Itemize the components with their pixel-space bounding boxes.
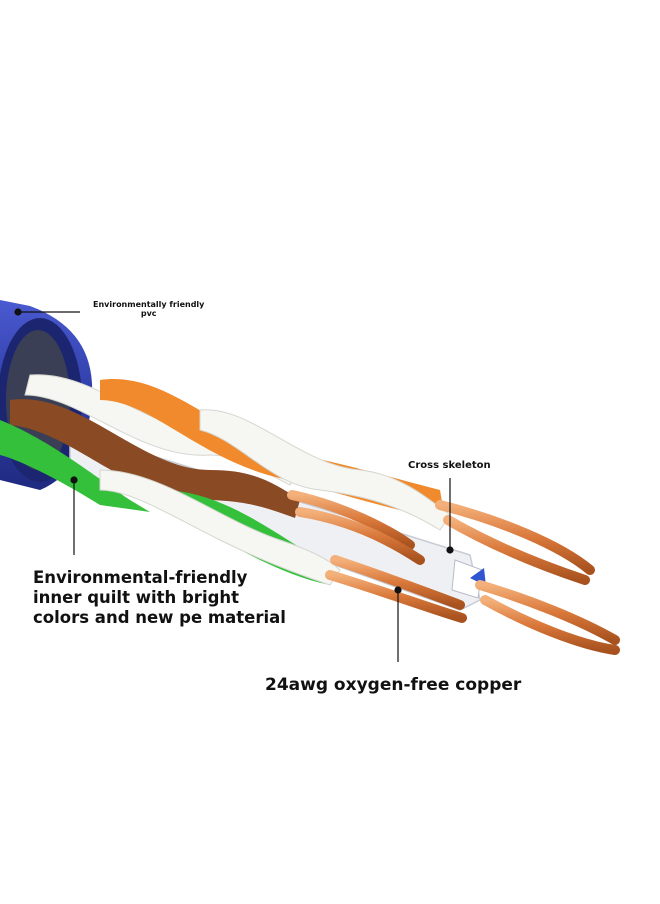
inner-quilt-label: Environmental-friendly inner quilt with … bbox=[33, 568, 286, 628]
copper-label: 24awg oxygen-free copper bbox=[265, 675, 522, 695]
callout-lines bbox=[14, 308, 454, 662]
pvc-label: Environmentally friendly pvc bbox=[93, 300, 204, 318]
pvc-label-line2: pvc bbox=[140, 309, 157, 318]
cross-skeleton-label: Cross skeleton bbox=[408, 460, 491, 471]
copper-conductors bbox=[287, 490, 620, 655]
pvc-label-line1: Environmentally friendly bbox=[93, 300, 205, 309]
inner-quilt-line3: colors and new pe material bbox=[33, 608, 286, 627]
green-pair bbox=[0, 420, 341, 586]
inner-quilt-line1: Environmental-friendly bbox=[33, 568, 248, 587]
inner-quilt-line2: inner quilt with bright bbox=[33, 588, 240, 607]
orange-pair bbox=[100, 379, 451, 531]
